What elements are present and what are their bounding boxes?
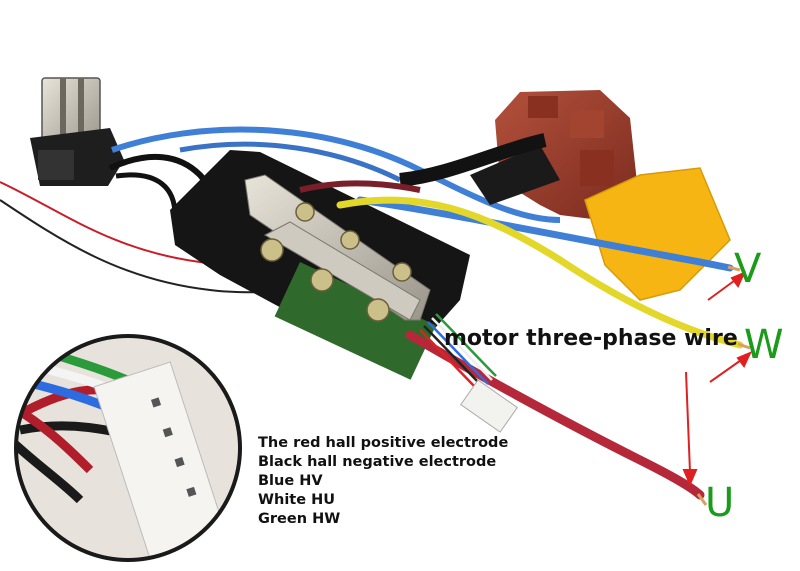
legend-item: The red hall positive electrode [258, 435, 509, 451]
trigger-switch [470, 90, 640, 220]
legend-item: White HU [258, 492, 336, 508]
hall-sensor-bundle [419, 313, 519, 433]
red-phase-wire [405, 330, 705, 500]
controller-board [170, 150, 470, 380]
phase-wire-caption: motor three-phase wire [444, 326, 738, 351]
battery-connector [30, 77, 124, 186]
legend-item: Green HW [258, 511, 341, 527]
red-arrows [682, 271, 752, 487]
blue-wire-top [111, 126, 561, 223]
connector-magnifier [14, 334, 242, 562]
phase-v-label: V [734, 246, 762, 292]
legend-item: Blue HV [258, 473, 323, 489]
yellow-phase-wire [336, 196, 744, 349]
phase-u-label: U [705, 480, 735, 526]
hall-wire-legend: The red hall positive electrode Black ha… [258, 434, 508, 529]
phase-w-label: W [744, 322, 784, 368]
legend-item: Black hall negative electrode [258, 454, 497, 470]
blue-phase-wire [356, 196, 734, 272]
